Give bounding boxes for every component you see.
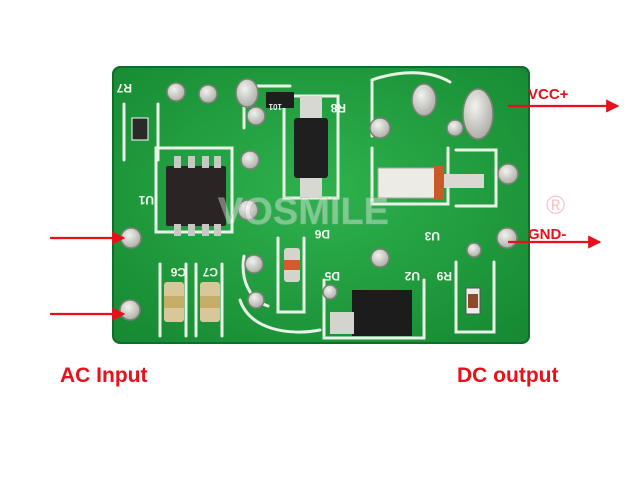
watermark: VOSMILE ®	[218, 190, 566, 234]
silk-u1: U1	[138, 193, 154, 207]
ac-input-label: AC Input	[60, 364, 148, 387]
silk-c6: C6	[170, 265, 186, 279]
silk-r7: R7	[116, 81, 132, 95]
silk-u3: U3	[424, 229, 440, 243]
silkscreen-text: R7 R8 U1 U3 D6 C6 C7 D5 U2 R9 101	[116, 81, 452, 283]
vcc-label: VCC+	[528, 86, 569, 103]
gnd-label: GND-	[528, 226, 567, 243]
silk-r9: R9	[436, 269, 452, 283]
components	[131, 92, 484, 336]
silk-d5: D5	[324, 269, 340, 283]
watermark-registered-mark: ®	[546, 190, 565, 220]
silk-c7: C7	[202, 265, 218, 279]
silk-101: 101	[268, 102, 282, 111]
dc-output-label: DC output	[457, 364, 559, 387]
solder-pads	[119, 78, 519, 321]
watermark-text: VOSMILE	[218, 191, 389, 233]
connection-arrows	[50, 99, 620, 321]
silk-u2: U2	[404, 269, 420, 283]
silk-d6: D6	[314, 227, 330, 241]
pcb-board	[112, 66, 530, 344]
silk-r8: R8	[330, 101, 346, 115]
